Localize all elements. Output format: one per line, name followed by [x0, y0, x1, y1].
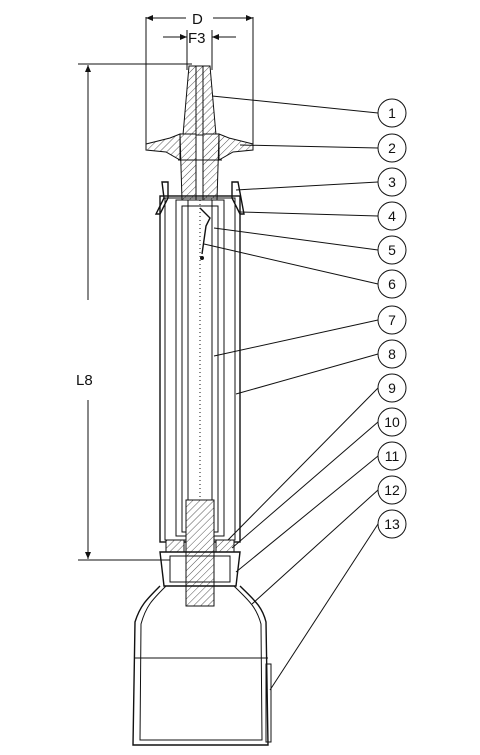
dimension-l8-label: L8	[76, 372, 93, 389]
callout-4: 4	[377, 201, 407, 231]
callout-8: 8	[377, 339, 407, 369]
valve-needle	[199, 207, 211, 260]
lower-block	[159, 499, 241, 607]
svg-text:3: 3	[388, 174, 396, 190]
dimension-f3: F3	[163, 30, 236, 70]
svg-text:1: 1	[388, 105, 396, 121]
callout-6: 6	[377, 269, 407, 299]
svg-text:8: 8	[388, 346, 396, 362]
callout-3: 3	[377, 167, 407, 197]
callout-2: 2	[377, 133, 407, 163]
callout-13: 13	[377, 509, 407, 539]
flange	[145, 133, 254, 201]
dimension-d: D	[145, 11, 254, 145]
svg-text:2: 2	[388, 140, 396, 156]
callout-9: 9	[377, 373, 407, 403]
svg-text:7: 7	[388, 312, 396, 328]
svg-text:9: 9	[388, 380, 396, 396]
callout-5: 5	[377, 235, 407, 265]
dimension-d-label: D	[192, 11, 203, 28]
svg-text:4: 4	[388, 208, 396, 224]
svg-text:12: 12	[384, 482, 400, 498]
dimension-l8: L8	[76, 63, 192, 561]
callout-1: 1	[377, 98, 407, 128]
inner-tube	[175, 199, 225, 537]
bottle	[132, 585, 272, 746]
svg-text:5: 5	[388, 242, 396, 258]
svg-text:11: 11	[385, 448, 400, 464]
leader-lines	[203, 95, 379, 691]
svg-text:10: 10	[384, 414, 400, 430]
callout-7: 7	[377, 305, 407, 335]
callout-11: 11	[377, 441, 407, 471]
svg-text:13: 13	[384, 516, 400, 532]
svg-text:6: 6	[388, 276, 396, 292]
callout-12: 12	[377, 475, 407, 505]
callout-10: 10	[377, 407, 407, 437]
dimension-f3-label: F3	[188, 30, 206, 47]
